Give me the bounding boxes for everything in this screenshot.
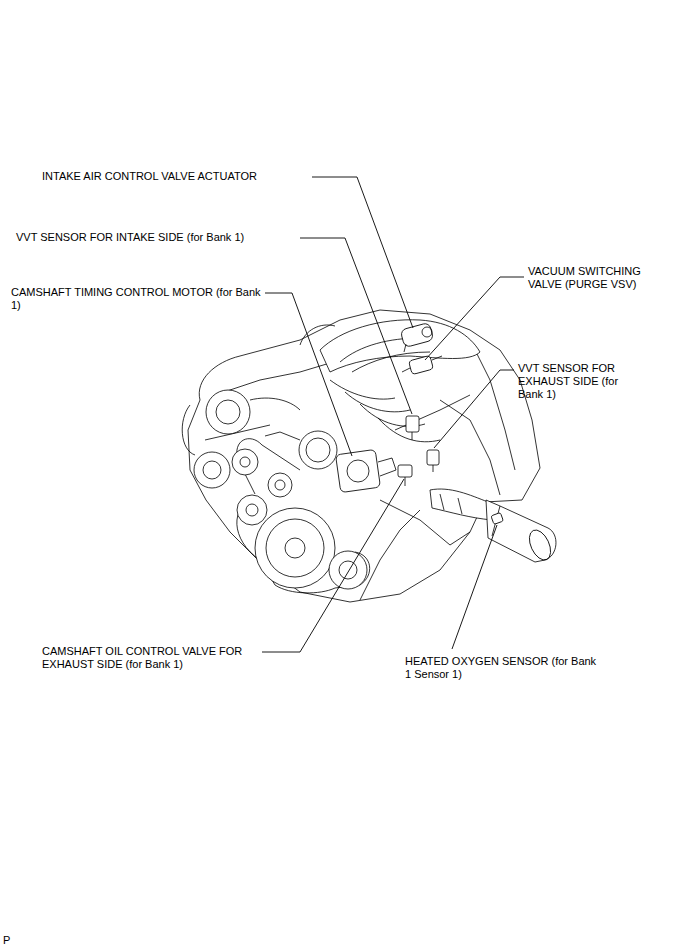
leader-lines <box>262 177 524 652</box>
alternator-and-accessories-part <box>206 390 250 434</box>
purge-vsv <box>402 355 442 374</box>
part-label: CAMSHAFT OIL CONTROL VALVE FOR EXHAUST S… <box>42 645 252 671</box>
vvt-sensor-exhaust-part <box>427 450 439 465</box>
engine-block-part <box>470 340 515 470</box>
alternator-and-accessories-part <box>216 400 240 424</box>
purge-vsv-part <box>402 368 410 372</box>
camshaft-oil-control-valve-part <box>398 465 412 477</box>
exhaust-manifold-and-converter-part <box>458 498 462 514</box>
belt-and-pulleys-part <box>240 457 250 467</box>
engine-block <box>188 310 540 602</box>
exhaust-manifold-and-converter-part <box>440 494 444 510</box>
leader-lines-part <box>425 277 524 360</box>
intake-air-control-valve-actuator-part <box>400 322 434 347</box>
purge-vsv-part <box>432 356 442 360</box>
belt-and-pulleys-part <box>266 519 324 577</box>
leader-lines-part <box>262 479 404 652</box>
part-label: INTAKE AIR CONTROL VALVE ACTUATOR <box>42 170 307 183</box>
intake-manifold-part <box>330 380 395 399</box>
exhaust-manifold-and-converter-part <box>491 513 503 525</box>
throttle-body-part <box>265 432 300 440</box>
vvt-sensor-intake-part <box>412 432 413 440</box>
engine-block-part <box>215 360 340 395</box>
camshaft-timing-control-motor-part <box>378 458 396 476</box>
belt-and-pulleys-part <box>285 538 305 558</box>
leader-lines-part <box>312 177 413 328</box>
vvt-sensor-exhaust <box>427 450 439 472</box>
vvt-sensor-exhaust-part <box>433 465 434 472</box>
intake-manifold-part <box>320 320 480 372</box>
intake-air-control-valve-actuator-part <box>422 327 432 337</box>
intake-air-control-valve-actuator <box>400 322 434 352</box>
leader-lines-part <box>452 525 497 649</box>
vvt-sensor-intake <box>406 416 419 440</box>
exhaust-manifold-and-converter-part <box>525 527 555 564</box>
engine-block-part <box>440 400 500 495</box>
part-label: VVT SENSOR FOR EXHAUST SIDE (for Bank 1) <box>518 362 636 401</box>
belt-and-pulleys-part <box>237 500 370 593</box>
belt-and-pulleys-part <box>246 504 258 516</box>
exhaust-manifold-and-converter <box>430 489 556 563</box>
camshaft-oil-control-valve-part <box>405 477 406 486</box>
belt-and-pulleys-part <box>329 551 367 589</box>
engine-block-part <box>188 310 540 602</box>
leader-lines-part <box>434 370 514 448</box>
throttle-body <box>265 431 337 469</box>
camshaft-timing-control-motor-part <box>347 460 369 482</box>
part-label: HEATED OXYGEN SENSOR (for Bank 1 Sensor … <box>405 655 600 681</box>
part-label: VACUUM SWITCHING VALVE (PURGE VSV) <box>528 265 660 291</box>
alternator-and-accessories-part <box>182 405 195 455</box>
belt-and-pulleys-part <box>255 508 335 588</box>
figure-code: P <box>3 934 23 947</box>
belt-and-pulleys-part <box>275 480 285 490</box>
camshaft-timing-control-motor <box>336 449 396 492</box>
purge-vsv-part <box>409 355 434 374</box>
leader-lines-part <box>300 238 412 414</box>
alternator-and-accessories-part <box>250 398 300 410</box>
intake-air-control-valve-actuator-part <box>404 344 406 352</box>
camshaft-oil-control-valve <box>398 465 412 486</box>
intake-manifold <box>300 320 480 442</box>
intake-manifold-part <box>345 392 410 412</box>
exhaust-manifold-and-converter-part <box>486 500 556 562</box>
leader-lines-part <box>265 293 352 456</box>
belt-and-pulleys-part <box>268 473 292 497</box>
part-label: CAMSHAFT TIMING CONTROL MOTOR (for Bank … <box>11 286 263 312</box>
belt-and-pulleys-part <box>232 449 258 475</box>
alternator-and-accessories-part <box>194 452 230 488</box>
vvt-sensor-intake-part <box>406 416 419 432</box>
alternator-and-accessories-part <box>203 461 221 479</box>
belt-and-pulleys-part <box>237 495 267 525</box>
engine-block-part <box>360 510 420 600</box>
throttle-body-part <box>306 438 330 462</box>
exhaust-manifold-and-converter-part <box>430 489 492 520</box>
belt-and-pulleys-part <box>339 561 357 579</box>
camshaft-timing-control-motor-part <box>336 449 381 492</box>
part-label: VVT SENSOR FOR INTAKE SIDE (for Bank 1) <box>16 231 298 244</box>
throttle-body-part <box>299 431 337 469</box>
